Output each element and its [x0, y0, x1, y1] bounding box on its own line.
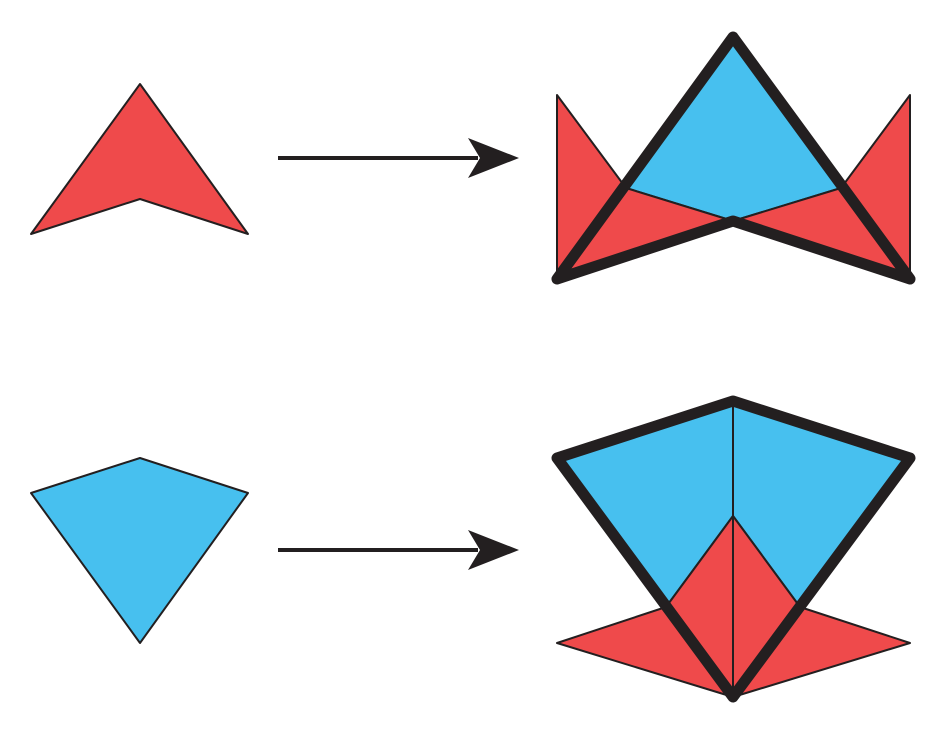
- arrow-2: [278, 530, 519, 570]
- dart-sub-outline: [551, 31, 916, 285]
- arrow-1-head: [468, 138, 519, 178]
- row-dart: [30, 31, 916, 285]
- row-kite: [30, 395, 916, 703]
- arrow-1: [278, 138, 519, 178]
- kite-tile: [30, 457, 249, 644]
- kite-substitution: [551, 395, 916, 703]
- arrow-2-head: [468, 530, 519, 570]
- dart-substitution: [551, 31, 916, 285]
- dart-tile: [30, 83, 249, 235]
- kite-sub-outline: [551, 395, 916, 703]
- dart-sub-blue-kite: [625, 36, 842, 222]
